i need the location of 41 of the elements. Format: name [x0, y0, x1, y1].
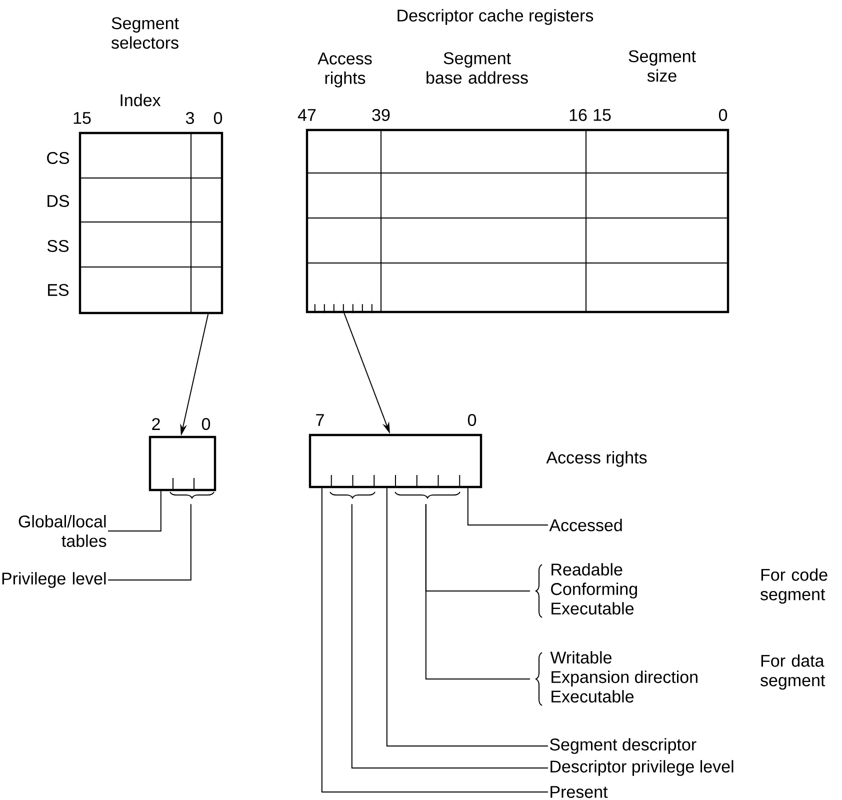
bit-field [314, 304, 372, 314]
heading: Segment selectors [111, 17, 179, 49]
bit-number: 7 [316, 414, 324, 426]
field-label: Descriptor privilege level [550, 760, 734, 776]
bit-number: 0 [468, 414, 476, 426]
bit-number: 2 [152, 418, 160, 430]
bit-number: 0 [718, 108, 728, 122]
bit-number: 47 [298, 109, 316, 121]
leader-line [321, 488, 548, 792]
bit-number: 16 [570, 108, 587, 122]
field-label: Privilege level [2, 572, 106, 588]
side-note: For code segment [760, 568, 828, 604]
column-heading: Segment base address [426, 52, 528, 84]
register-name: SS [47, 240, 69, 252]
column-heading: Segment size [628, 50, 696, 82]
leader-line [386, 488, 548, 746]
bit-number: 15 [594, 109, 611, 121]
leader-line [108, 504, 192, 580]
bit-number: 15 [74, 112, 91, 124]
bit-number: 0 [202, 418, 210, 430]
leader-line [351, 504, 548, 768]
field-label: Segment descriptor [550, 738, 696, 754]
register-name: DS [48, 194, 70, 208]
register-name: ES [48, 284, 69, 296]
column-heading: Access rights [318, 52, 372, 88]
bit-number: 3 [186, 112, 194, 124]
braced-list: Writable Expansion direction Executable [536, 651, 698, 706]
field-label: Global/local tables [18, 515, 106, 547]
heading: Access rights [546, 451, 647, 467]
leader-line [108, 490, 162, 532]
field-label: Accessed [549, 518, 622, 532]
field-label: Present [550, 786, 608, 798]
braced-list: Readable Conforming Executable [536, 563, 637, 618]
leader-line [467, 488, 548, 526]
bit-number: 0 [214, 112, 222, 124]
side-note: For data segment [760, 654, 826, 690]
leader-line [425, 504, 530, 680]
heading: Descriptor cache registers [398, 9, 594, 25]
column-heading: Index [120, 94, 161, 106]
bit-number: 39 [372, 108, 390, 122]
register-name: CS [47, 152, 70, 164]
